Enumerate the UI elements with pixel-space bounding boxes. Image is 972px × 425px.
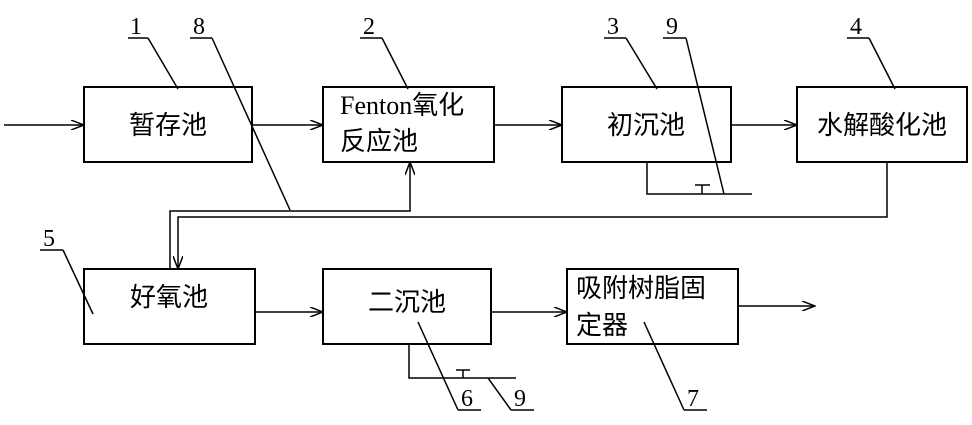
number-label-4: 4 <box>850 14 862 40</box>
number-label-1: 1 <box>130 14 142 40</box>
sludge-outlet-primary-pipe <box>646 162 752 195</box>
number-label-8: 8 <box>193 14 205 40</box>
leader-line-9-top-diag <box>685 37 725 195</box>
aerobic-tank-box <box>83 268 256 345</box>
number-label-3: 3 <box>607 14 619 40</box>
aerobic-tank-label: 好氧池 <box>130 283 208 312</box>
hydrolysis-acidification-label: 水解酸化池 <box>817 111 947 140</box>
number-label-9-top: 9 <box>666 14 678 40</box>
resin-fixer-label-line2: 定器 <box>576 311 628 340</box>
leader-line-9-bottom-diag <box>487 377 512 411</box>
fenton-tank-label-line2: 反应池 <box>340 127 418 156</box>
storage-tank-label: 暂存池 <box>129 111 207 140</box>
secondary-sedimentation-box <box>322 268 492 345</box>
number-label-9-bottom: 9 <box>514 386 526 412</box>
number-label-5: 5 <box>43 226 55 252</box>
flow-4-to-5-pipe <box>178 162 888 269</box>
number-label-7: 7 <box>687 386 699 412</box>
primary-sedimentation-label: 初沉池 <box>607 111 685 140</box>
resin-fixer-label-line1: 吸附树脂固 <box>576 274 706 303</box>
sludge-outlet-secondary-pipe <box>408 344 516 379</box>
leader-line-2-diag <box>381 37 409 90</box>
return-pipe-8 <box>169 162 410 269</box>
fenton-tank-label-line1: Fenton氧化 <box>340 91 464 120</box>
number-label-2: 2 <box>363 14 375 40</box>
fenton-tank-box <box>322 86 495 163</box>
leader-line-3-diag <box>625 37 658 90</box>
leader-line-7-diag <box>643 321 685 411</box>
leader-line-6-diag <box>417 321 459 411</box>
leader-line-1-diag <box>147 37 179 90</box>
primary-sedimentation-box <box>561 86 732 163</box>
resin-fixer-box <box>566 268 739 345</box>
storage-tank-box <box>83 86 253 163</box>
number-label-6: 6 <box>461 386 473 412</box>
secondary-sedimentation-label: 二沉池 <box>368 288 446 317</box>
leader-line-5-diag <box>62 249 94 315</box>
hydrolysis-acidification-box <box>796 86 968 163</box>
leader-line-4-diag <box>868 37 896 90</box>
leader-line-8-diag <box>211 37 291 211</box>
